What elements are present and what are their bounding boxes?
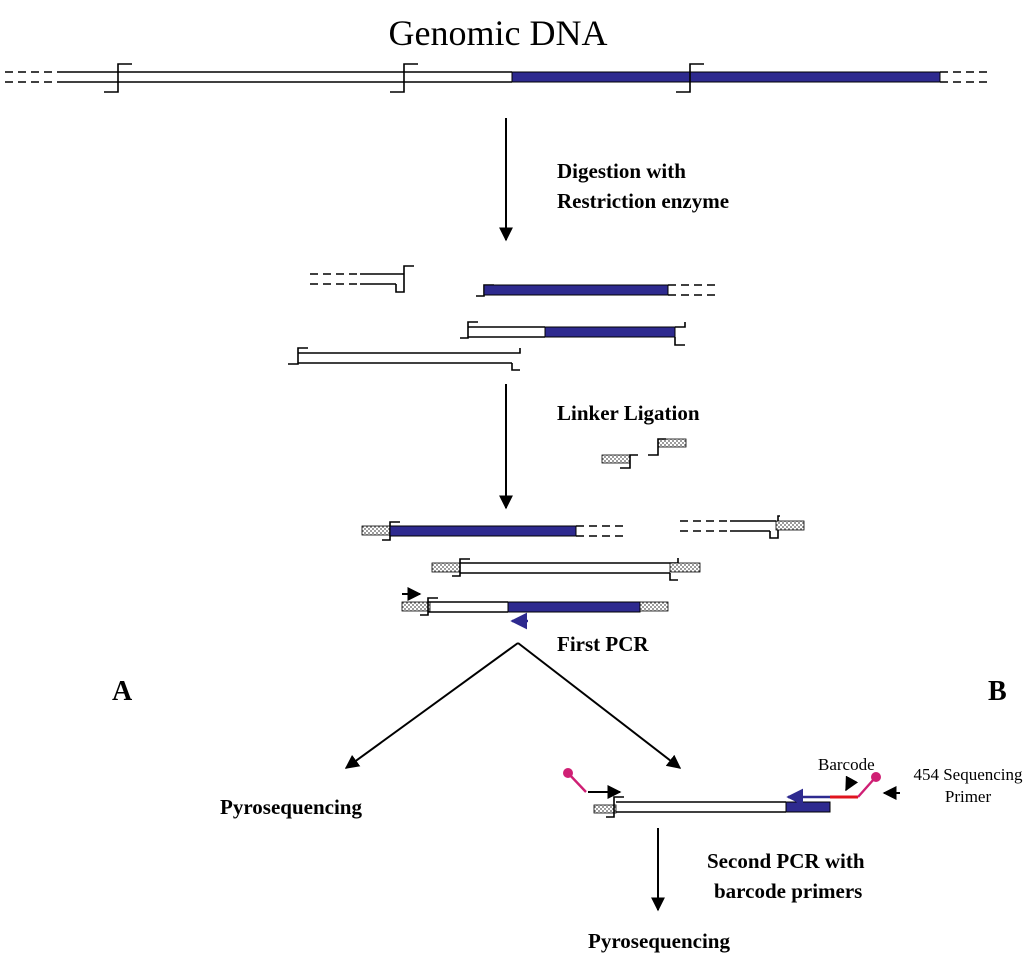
first-pcr-label: First PCR bbox=[557, 632, 649, 656]
restriction-site bbox=[104, 63, 132, 93]
genomic-dna-strand bbox=[5, 63, 990, 93]
branch-label-b: B bbox=[988, 676, 1007, 707]
ligated-fragment-pcr bbox=[401, 587, 669, 630]
ligated-fragment-dashed bbox=[680, 515, 805, 539]
diagram-title: Genomic DNA bbox=[389, 13, 608, 53]
digested-fragment-plain bbox=[288, 347, 521, 371]
digested-fragment-target bbox=[476, 284, 720, 297]
pyrosequencing-a-label: Pyrosequencing bbox=[220, 795, 362, 819]
branch-label-a: A bbox=[112, 676, 133, 707]
digestion-label-line1: Digestion with bbox=[557, 159, 686, 183]
branch-arrow-b bbox=[517, 642, 682, 769]
barcode-pointer-arrow bbox=[845, 775, 859, 792]
target-region bbox=[511, 71, 941, 83]
barcode-label: Barcode bbox=[818, 755, 875, 774]
digestion-label-line2: Restriction enzyme bbox=[557, 189, 729, 213]
restriction-site bbox=[676, 63, 704, 93]
linker-ligation-label: Linker Ligation bbox=[557, 401, 700, 425]
digested-fragment-partial bbox=[460, 321, 686, 346]
ligated-fragment-plain bbox=[431, 558, 701, 581]
sequencing-primer-label-line2: Primer bbox=[945, 787, 992, 806]
second-pcr-label-line2: barcode primers bbox=[714, 879, 862, 903]
sequencing-primer-label-line1: 454 Sequencing bbox=[913, 765, 1023, 784]
pyrosequencing-b-label: Pyrosequencing bbox=[588, 929, 730, 953]
second-pcr-label-line1: Second PCR with bbox=[707, 849, 865, 873]
linker-adapter bbox=[601, 438, 687, 469]
barcoded-construct bbox=[563, 768, 900, 818]
restriction-site bbox=[390, 63, 418, 93]
digested-fragment bbox=[310, 265, 414, 293]
branch-arrow-a bbox=[344, 642, 519, 769]
ligated-fragment-target bbox=[361, 521, 626, 541]
